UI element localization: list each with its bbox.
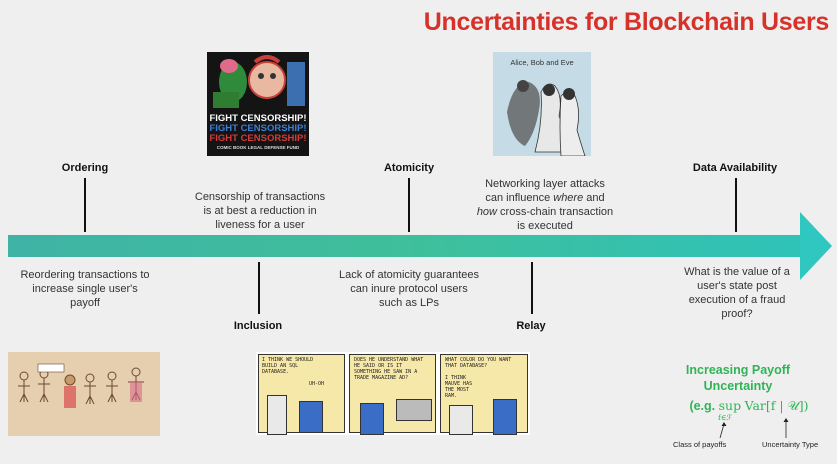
inclusion-description-line-2: is at best a reduction in [203, 205, 317, 217]
formula-body: Var[f | 𝒰]) [744, 398, 809, 413]
alice-bob-eve-illustration: Alice, Bob and Eve [493, 52, 591, 156]
stage-label-data-availability: Data Availability [692, 162, 778, 174]
database-comic-strip: I THINK WE SHOULD BUILD AN SQL DATABASE.… [256, 352, 530, 435]
stage-label-relay: Relay [516, 320, 546, 332]
relay-description: Networking layer attacks can influence w… [470, 177, 620, 233]
comic-panel-3: WHAT COLOR DO YOU WANT THAT DATABASE? I … [440, 354, 528, 435]
comic-panel-1: I THINK WE SHOULD BUILD AN SQL DATABASE.… [258, 354, 345, 435]
inclusion-description: Censorship of transactions is at best a … [180, 190, 340, 232]
comic-panel-3-speech-b: I THINK MAUVE HAS THE MOST RAM. [445, 375, 473, 399]
relay-description-line-1: Networking layer attacks [485, 178, 605, 190]
payoff-formula: (e.g. sup Var[f | 𝒰]) [684, 398, 814, 414]
stage-label-ordering: Ordering [61, 162, 109, 174]
timeline-arrow-head [800, 212, 832, 280]
crowd-figures [8, 352, 160, 436]
poster-line-3: FIGHT CENSORSHIP! [209, 133, 307, 144]
payoff-title-line-1: Increasing Payoff [685, 363, 791, 377]
stage-label-atomicity: Atomicity [383, 162, 435, 174]
ordering-description: Reordering transactions to increase sing… [20, 269, 150, 309]
comic-panel-1-speech: I THINK WE SHOULD BUILD AN SQL DATABASE. [262, 357, 314, 375]
poster-line-4: COMIC BOOK LEGAL DEFENSE FUND [216, 145, 300, 150]
formula-prefix: (e.g. [689, 399, 719, 413]
comic-panel-3-speech-a: WHAT COLOR DO YOU WANT THAT DATABASE? [445, 357, 512, 369]
class-of-payoffs-label: Class of payoffs [673, 440, 727, 449]
payoff-uncertainty-title: Increasing Payoff Uncertainty [678, 362, 798, 394]
poster-line-1: FIGHT CENSORSHIP! [209, 113, 307, 124]
comic-panel-2-speech: DOES HE UNDERSTAND WHAT HE SAID OR IS IT… [354, 357, 424, 381]
victorian-figures [507, 80, 586, 156]
uncertainty-type-label: Uncertainty Type [762, 440, 819, 449]
inclusion-description-line-3: liveness for a user [215, 219, 305, 231]
relay-line-2-em: where [553, 192, 584, 204]
relay-line-3-em: how [476, 206, 497, 218]
payoff-title-line-2: Uncertainty [703, 379, 773, 393]
relay-line-2-b: and [583, 192, 605, 204]
stage-label-inclusion: Inclusion [233, 320, 283, 332]
inclusion-description-line-1: Censorship of transactions [194, 191, 326, 203]
formula-subscript: f∈ℱ [718, 413, 733, 422]
alice-bob-eve-caption: Alice, Bob and Eve [510, 58, 574, 67]
tick-atomicity [408, 178, 410, 232]
poster-line-2: FIGHT CENSORSHIP! [209, 123, 307, 134]
timeline-arrow-body [8, 235, 800, 257]
relay-line-2-a: can influence [485, 192, 554, 204]
crowd-drawing [8, 352, 160, 436]
relay-line-3-b: cross-chain transaction [497, 206, 614, 218]
relay-description-line-2: can influence where and [470, 191, 620, 205]
atomicity-description: Lack of atomicity guarantees can inure p… [338, 269, 480, 309]
relay-description-line-3: how cross-chain transaction [470, 205, 620, 219]
tick-data-availability [735, 178, 737, 232]
tick-ordering [84, 178, 86, 232]
relay-description-line-4: is executed [517, 220, 573, 232]
poster-art [207, 52, 309, 114]
comic-panel-1-reply: UH-OH [309, 381, 325, 387]
data-availability-description: What is the value of a user's state post… [684, 266, 790, 320]
tick-inclusion [258, 262, 260, 314]
fight-censorship-poster: FIGHT CENSORSHIP! FIGHT CENSORSHIP! FIGH… [207, 52, 309, 156]
formula-sup: sup [718, 398, 742, 413]
tick-relay [531, 262, 533, 314]
slide-title: Uncertainties for Blockchain Users [423, 8, 830, 36]
comic-panel-2: DOES HE UNDERSTAND WHAT HE SAID OR IS IT… [349, 354, 436, 435]
formula-pointer-arrows [719, 418, 789, 439]
